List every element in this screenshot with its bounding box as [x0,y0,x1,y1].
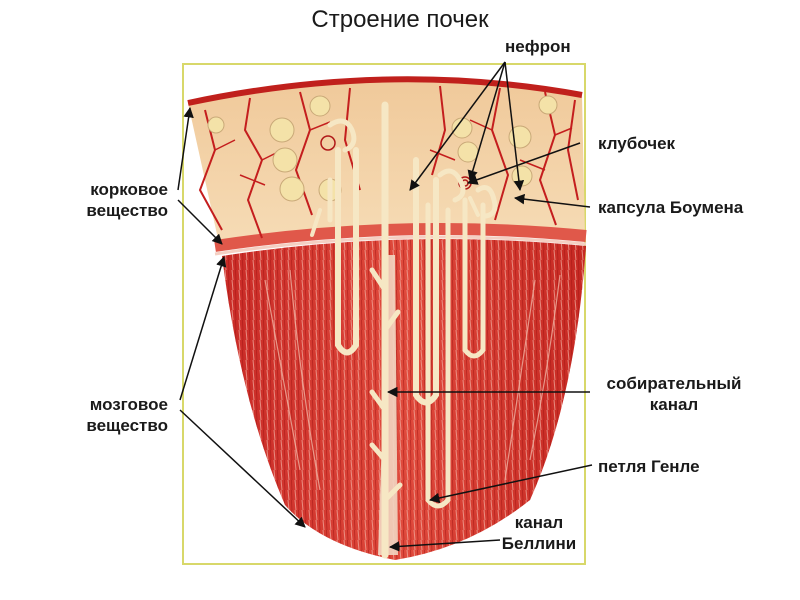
medulla-region [222,238,586,560]
nephron-pointer-1 [409,61,506,191]
label-bellini-line2: Беллини [501,534,577,553]
label-bellini-line1: канал [514,513,564,532]
label-medulla: мозговое вещество [60,394,168,436]
label-nephron: нефрон [505,37,571,56]
cortex-pointer-1 [177,106,194,191]
label-medulla-line2: вещество [86,416,168,435]
label-bellini-duct: канал Беллини [494,512,584,554]
pointer-lines [177,61,593,552]
label-loop-of-henle: петля Генле [598,457,700,476]
cortex-pointer-2 [177,199,223,245]
tubules [310,101,498,559]
glomerulus-pointer [467,142,581,185]
label-collecting-duct-line2: канал [649,395,699,414]
diagram-title: Строение почек [311,6,489,33]
label-cortex-line2: вещество [86,201,168,220]
label-bowman-capsule: капсула Боумена [598,198,744,217]
label-glomerulus: клубочек [598,134,676,153]
loop-of-henle-pointer [428,464,593,504]
label-collecting-duct: собирательный канал [594,373,754,415]
medullary-vessels [264,269,561,491]
medulla-pointer-1 [179,255,227,401]
label-medulla-line1: мозговое [89,395,168,414]
label-cortex-line1: корковое [90,180,168,199]
nephron-pointer-3 [504,61,525,192]
bellini-pointer [388,539,501,552]
medulla-pointer-2 [179,409,306,528]
label-cortex: корковое вещество [60,179,168,221]
bowman-capsule-pointer [513,193,591,208]
glomeruli [207,95,558,202]
nephron-pointer-2 [467,61,506,182]
label-collecting-duct-line1: собирательный [606,374,742,393]
